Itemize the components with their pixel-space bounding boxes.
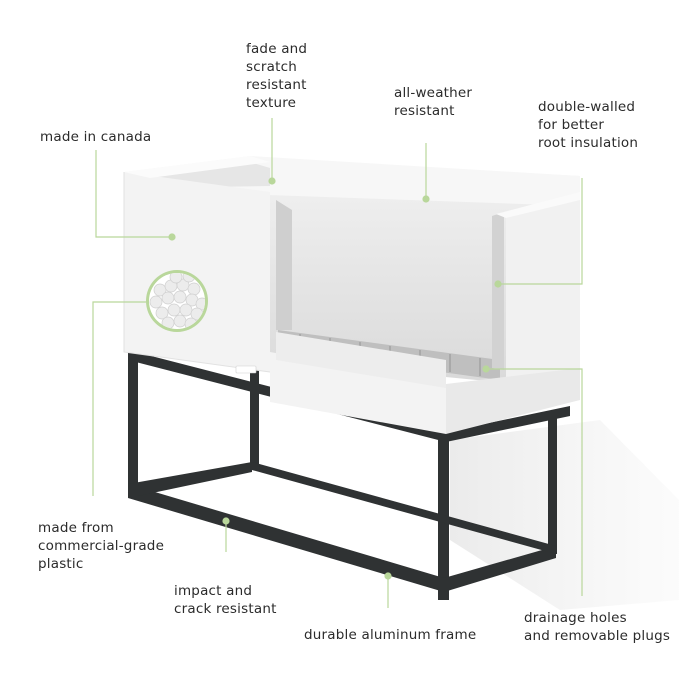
callout-line: plastic bbox=[38, 556, 84, 572]
callout-line: drainage holes bbox=[524, 610, 627, 626]
callout-line: crack resistant bbox=[174, 601, 277, 617]
callout-line: scratch bbox=[246, 59, 297, 75]
callout-line: double-walled bbox=[538, 99, 636, 115]
callout-line: and removable plugs bbox=[524, 628, 671, 644]
callout-line: all-weather bbox=[394, 85, 473, 101]
callout-line: durable aluminum frame bbox=[304, 627, 477, 643]
insulation-magnifier bbox=[146, 270, 208, 332]
callout-impact-crack: impact and crack resistant bbox=[174, 582, 277, 618]
callout-line: resistant bbox=[394, 103, 455, 119]
callout-line: root insulation bbox=[538, 135, 639, 151]
leader-dots bbox=[168, 177, 502, 580]
callout-line: commercial-grade bbox=[38, 538, 165, 554]
floor-shadow bbox=[450, 420, 679, 610]
callout-commercial-plastic: made from commercial-grade plastic bbox=[38, 519, 164, 573]
callout-line: made from bbox=[38, 520, 114, 536]
callout-double-walled: double-walled for better root insulation bbox=[538, 98, 638, 152]
callout-line: for better bbox=[538, 117, 605, 133]
callout-line: impact and bbox=[174, 583, 253, 599]
callout-made-in-canada: made in canada bbox=[40, 128, 151, 146]
product-badge bbox=[235, 365, 257, 374]
callout-aluminum-frame: durable aluminum frame bbox=[304, 626, 476, 644]
callout-line: resistant bbox=[246, 77, 307, 93]
callout-line: fade and bbox=[246, 41, 308, 57]
callout-line: texture bbox=[246, 95, 297, 111]
callout-fade-scratch: fade and scratch resistant texture bbox=[246, 40, 307, 112]
callout-drainage: drainage holes and removable plugs bbox=[524, 609, 670, 645]
planter-box bbox=[123, 156, 580, 434]
leader-lines bbox=[92, 118, 583, 608]
callout-line: made in canada bbox=[40, 129, 152, 145]
callout-all-weather: all-weather resistant bbox=[394, 84, 472, 120]
